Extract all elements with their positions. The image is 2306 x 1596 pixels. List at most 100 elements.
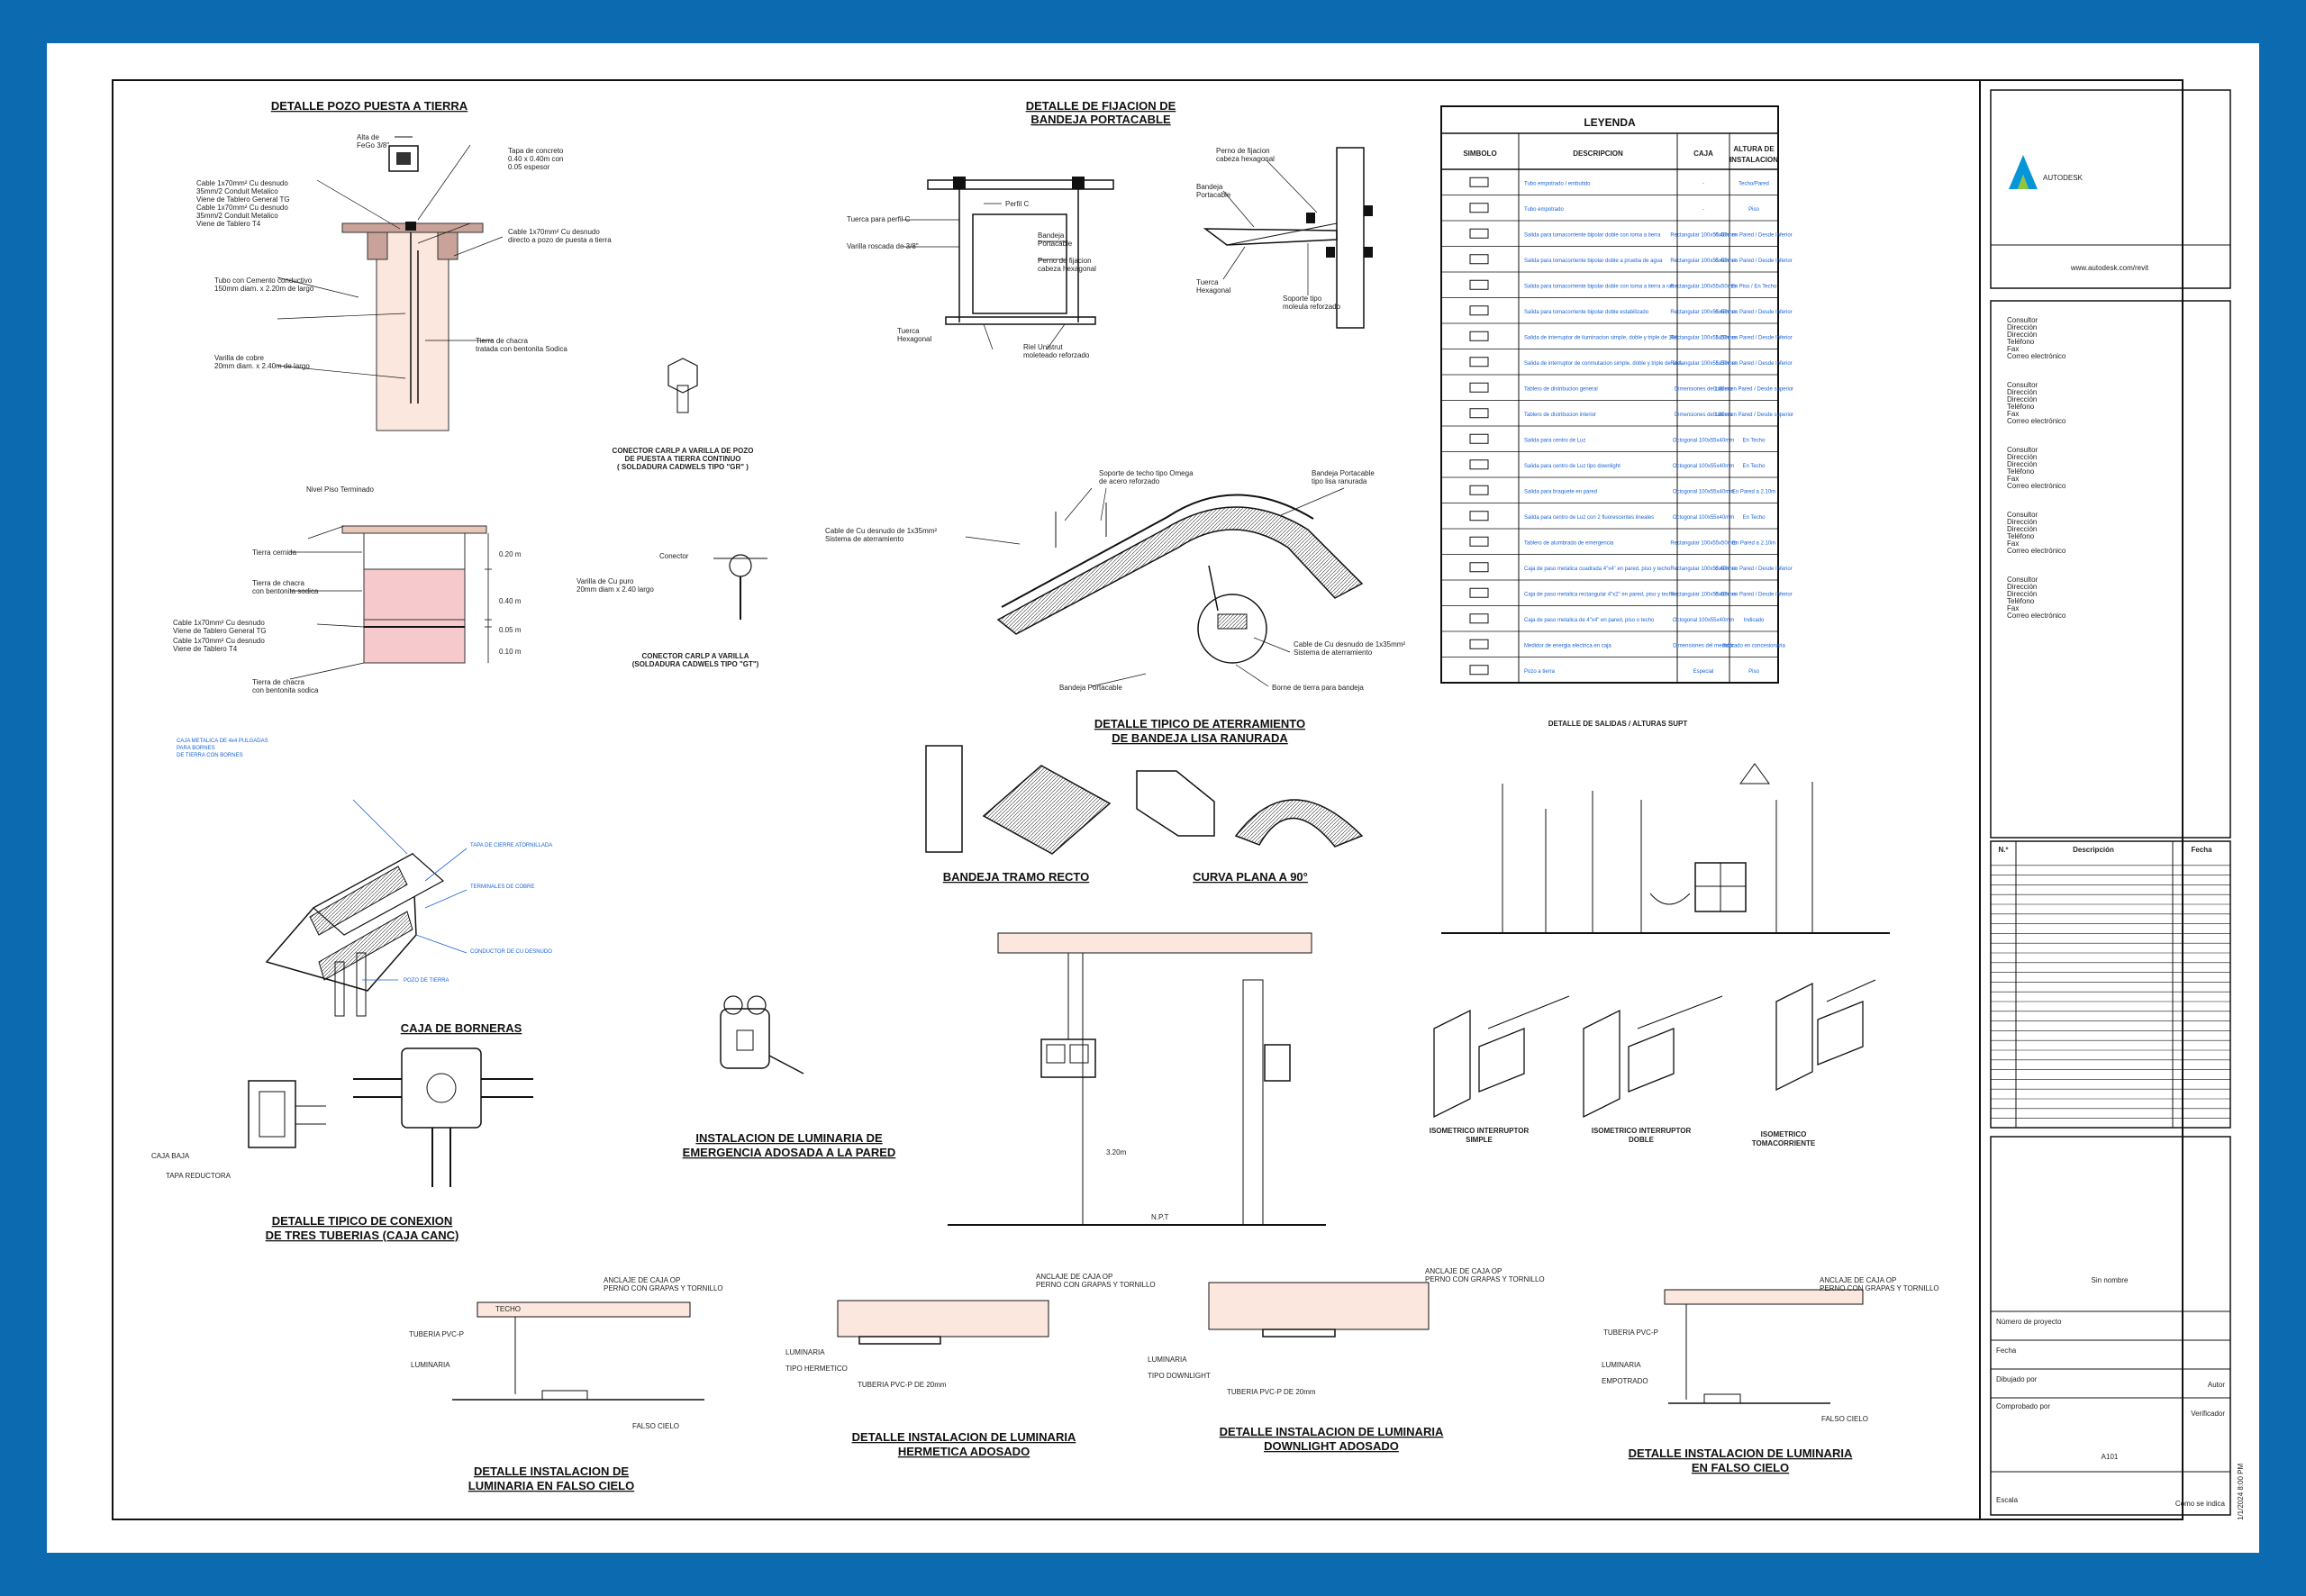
legend-description: Pozo a tierra <box>1524 669 1556 675</box>
legend-symbol-icon <box>1469 587 1489 598</box>
legend-symbol-icon <box>1469 305 1489 316</box>
legend-caja: Rectangular 100x55x50mm <box>1670 567 1736 572</box>
svg-text:ANCLAJE DE CAJA OP: ANCLAJE DE CAJA OP <box>1820 1276 1896 1284</box>
svg-text:1/1/2024 8:00 PM: 1/1/2024 8:00 PM <box>2237 1464 2245 1520</box>
svg-text:TAPA REDUCTORA: TAPA REDUCTORA <box>166 1172 232 1180</box>
consultant-line: Dirección <box>2007 583 2037 591</box>
svg-text:TUBERIA PVC-P DE 20mm: TUBERIA PVC-P DE 20mm <box>1227 1388 1316 1396</box>
anclaje-r <box>1072 177 1085 189</box>
legend-description: Caja de paso metalica rectangular 4"x2" … <box>1524 592 1675 597</box>
svg-text:Viene de Tablero General TG: Viene de Tablero General TG <box>173 627 267 635</box>
detalle-aterramiento: Soporte de techo tipo Omega de acero ref… <box>825 469 1405 745</box>
svg-text:SIMBOLO: SIMBOLO <box>1463 150 1496 158</box>
consultant-line: Dirección <box>2007 395 2037 404</box>
svg-text:Tapa de concreto: Tapa de concreto <box>508 147 564 155</box>
svg-text:Fecha: Fecha <box>1996 1347 2017 1355</box>
consultant-line: Correo electrónico <box>2007 352 2066 360</box>
legend-description: Tubo empotrado <box>1524 207 1564 213</box>
svg-text:Soporte tipo: Soporte tipo <box>1283 295 1322 303</box>
svg-text:FALSO CIELO: FALSO CIELO <box>632 1422 679 1430</box>
svg-text:Tuerca para perfil C: Tuerca para perfil C <box>847 215 911 223</box>
losa-2 <box>837 1300 1049 1338</box>
title-block-divider <box>1979 79 1981 1520</box>
svg-text:Bandeja Portacable: Bandeja Portacable <box>1312 469 1375 477</box>
svg-text:de acero reforzado: de acero reforzado <box>1099 477 1160 485</box>
consultant-line: Fax <box>2007 345 2019 353</box>
legend-symbol-icon <box>1469 613 1489 624</box>
legend-altura: 0.40m en Pared / Desde Inferior <box>1715 258 1792 264</box>
svg-text:DE PUESTA A TIERRA CONTINUO: DE PUESTA A TIERRA CONTINUO <box>625 455 741 463</box>
consultant-line: Dirección <box>2007 453 2037 461</box>
svg-text:Hexagonal: Hexagonal <box>897 335 931 343</box>
consultant-line: Fax <box>2007 475 2019 483</box>
svg-text:35mm/2 Conduit Metalico: 35mm/2 Conduit Metalico <box>196 212 278 220</box>
svg-text:ISOMETRICO: ISOMETRICO <box>1761 1130 1807 1138</box>
svg-text:DOBLE: DOBLE <box>1629 1136 1655 1144</box>
losa-3 <box>1208 1282 1430 1330</box>
consultant-line: Dirección <box>2007 331 2037 339</box>
svg-text:ANCLAJE DE CAJA OP: ANCLAJE DE CAJA OP <box>1425 1267 1502 1275</box>
svg-text:tipo lisa ranurada: tipo lisa ranurada <box>1312 477 1367 485</box>
anclaje-l <box>953 177 966 189</box>
svg-text:POZO DE TIERRA: POZO DE TIERRA <box>404 978 449 984</box>
legend-symbol-icon <box>1469 331 1489 341</box>
legend-symbol-icon <box>1469 177 1489 187</box>
legend-caja: Octogonal 100x55x40mm <box>1673 438 1734 443</box>
svg-text:TUBERIA PVC-P: TUBERIA PVC-P <box>1603 1328 1658 1337</box>
svg-text:Viene de Tablero T4: Viene de Tablero T4 <box>196 220 261 228</box>
legend-symbol-icon <box>1469 382 1489 393</box>
caja-baja <box>248 1080 296 1148</box>
legend-altura: En Techo <box>1743 515 1766 521</box>
svg-text:Tuerca: Tuerca <box>897 327 920 335</box>
legend-altura: 1.20m en Pared / Desde Inferior <box>1715 335 1792 340</box>
svg-text:Portacable: Portacable <box>1038 240 1073 248</box>
techo-slab <box>927 179 1114 190</box>
svg-text:DE TRES TUBERIAS (CAJA CANC): DE TRES TUBERIAS (CAJA CANC) <box>266 1229 459 1242</box>
conector-gr-shaft <box>676 385 689 413</box>
svg-text:35mm/2 Conduit Metalico: 35mm/2 Conduit Metalico <box>196 187 278 195</box>
legend-description: Salida para tomacorriente bipolar doble … <box>1524 310 1649 315</box>
svg-text:DETALLE INSTALACION DE: DETALLE INSTALACION DE <box>474 1465 629 1478</box>
svg-text:INSTALACION DE LUMINARIA DE: INSTALACION DE LUMINARIA DE <box>695 1131 883 1145</box>
svg-text:N.º: N.º <box>1999 846 2009 854</box>
svg-text:Bandeja: Bandeja <box>1196 183 1223 191</box>
logo-box <box>1990 89 2231 289</box>
svg-text:Perfil C: Perfil C <box>1005 200 1029 208</box>
legend-description: Salida para tomacorriente bipolar doble … <box>1524 258 1663 264</box>
legend-caja: Dimensiones del tablero <box>1675 413 1733 418</box>
legend-symbol-icon <box>1469 357 1489 367</box>
svg-text:TIPO HERMETICO: TIPO HERMETICO <box>785 1365 848 1373</box>
legend-caja: Rectangular 100x55x50mm <box>1670 310 1736 315</box>
svg-text:TOMACORRIENTE: TOMACORRIENTE <box>1752 1139 1816 1147</box>
svg-text:cabeza hexagonal: cabeza hexagonal <box>1038 265 1096 273</box>
svg-text:TIPO DOWNLIGHT: TIPO DOWNLIGHT <box>1148 1372 1211 1380</box>
drawing-svg: DETALLE POZO PUESTA A TIERRA Alta de FeG… <box>151 89 2245 1520</box>
legend-altura: 0.40m en Pared / Desde Inferior <box>1715 232 1792 238</box>
legend-symbol-icon <box>1469 511 1489 521</box>
consultant-line: Consultor <box>2007 576 2038 584</box>
svg-text:PARA BORNES: PARA BORNES <box>177 746 215 751</box>
consultants-list: ConsultorDirecciónDirecciónTeléfonoFaxCo… <box>2007 316 2066 620</box>
conector-block <box>405 222 416 231</box>
consultants-box <box>1990 300 2231 839</box>
legend-altura: Indicado <box>1744 618 1765 623</box>
consultant-line: Dirección <box>2007 590 2037 598</box>
consultant-line: Correo electrónico <box>2007 547 2066 555</box>
consultant-line: Consultor <box>2007 446 2038 454</box>
svg-text:Cable de Cu desnudo de 1x35mm²: Cable de Cu desnudo de 1x35mm² <box>1294 640 1405 648</box>
svg-text:LUMINARIA: LUMINARIA <box>411 1361 450 1369</box>
legend-description: Salida para tomacorriente bipolar doble … <box>1524 232 1661 238</box>
svg-text:Sistema de aterramiento: Sistema de aterramiento <box>1294 648 1373 657</box>
svg-text:Cable 1x70mm² Cu desnudo: Cable 1x70mm² Cu desnudo <box>173 637 265 645</box>
legend-altura: En Techo <box>1743 438 1766 443</box>
pozo-collar-r <box>437 231 458 260</box>
legend-description: Tablero de distribucion interior <box>1524 413 1596 418</box>
svg-text:Sistema de aterramiento: Sistema de aterramiento <box>825 535 904 543</box>
legend-description: Caja de paso metalica cuadrada 4"x4" en … <box>1524 567 1671 572</box>
consultant-line: Consultor <box>2007 381 2038 389</box>
svg-text:DETALLE INSTALACION DE LUMINAR: DETALLE INSTALACION DE LUMINARIA <box>1629 1446 1853 1460</box>
svg-text:Tierra de chacra: Tierra de chacra <box>252 579 305 587</box>
svg-text:Portacable: Portacable <box>1196 191 1231 199</box>
consultant-line: Correo electrónico <box>2007 482 2066 490</box>
legend-caja: Rectangular 100x55x50mm <box>1670 258 1736 264</box>
